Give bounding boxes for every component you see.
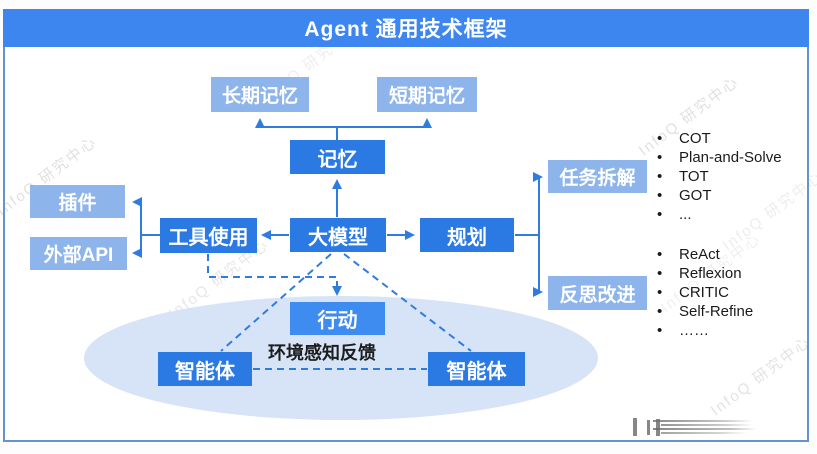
node-planning: 规划 [420, 218, 514, 252]
logo-stroke [647, 420, 650, 435]
task-decomposition-method-list: COTPlan-and-SolveTOTGOT... [657, 129, 782, 224]
logo-stroke [653, 420, 753, 422]
list-item: ReAct [657, 245, 753, 264]
reflection-method-list: ReActReflexionCRITICSelf-Refine…… [657, 245, 753, 340]
node-external-api: 外部API [30, 237, 127, 270]
list-item: …… [657, 321, 753, 340]
node-tool-use: 工具使用 [160, 218, 257, 253]
logo-stroke [653, 428, 757, 430]
node-task-decomposition: 任务拆解 [548, 160, 647, 193]
logo-stroke [633, 418, 637, 436]
node-short-term-memory: 短期记忆 [377, 77, 477, 112]
list-item: Self-Refine [657, 302, 753, 321]
node-llm: 大模型 [290, 218, 386, 252]
list-item: CRITIC [657, 283, 753, 302]
grey-logo-strokes [631, 415, 759, 439]
list-item: ... [657, 205, 782, 224]
node-reflection: 反思改进 [548, 276, 647, 310]
logo-stroke [661, 432, 747, 434]
node-agent-left: 智能体 [158, 352, 252, 386]
list-item: COT [657, 129, 782, 148]
header-bar: Agent 通用技术框架 [3, 9, 809, 47]
node-agent-right: 智能体 [428, 352, 525, 386]
page-title: Agent 通用技术框架 [304, 18, 508, 41]
logo-stroke [661, 424, 753, 426]
list-item: TOT [657, 167, 782, 186]
node-plugin: 插件 [30, 185, 125, 218]
list-item: Reflexion [657, 264, 753, 283]
logo-stroke [656, 419, 660, 436]
list-item: Plan-and-Solve [657, 148, 782, 167]
node-memory: 记忆 [290, 140, 385, 174]
list-item: GOT [657, 186, 782, 205]
node-long-term-memory: 长期记忆 [211, 77, 309, 112]
environment-feedback-caption: 环境感知反馈 [268, 343, 376, 363]
node-action: 行动 [290, 302, 385, 335]
